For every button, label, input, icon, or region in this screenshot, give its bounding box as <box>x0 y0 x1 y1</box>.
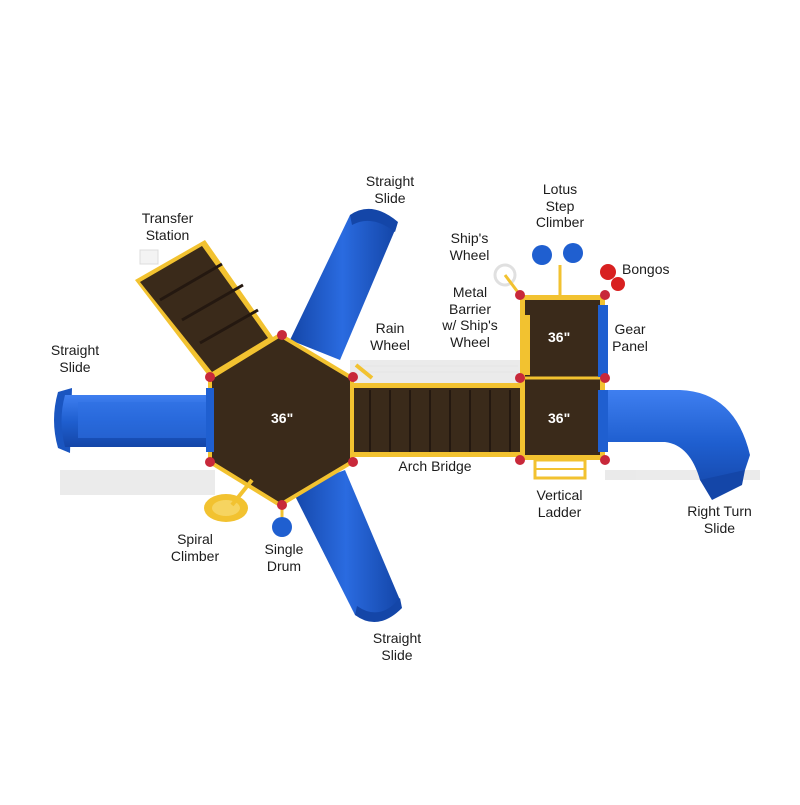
label-straight-slide-bottom: Straight Slide <box>372 630 422 663</box>
label-ships-wheel: Ship's Wheel <box>449 230 490 263</box>
label-right-turn-slide: Right Turn Slide <box>687 503 752 536</box>
label-arch-bridge: Arch Bridge <box>398 458 472 474</box>
label-bongos: Bongos <box>622 261 670 277</box>
label-transfer-station: Transfer Station <box>141 210 194 243</box>
metal-barrier <box>360 365 518 373</box>
label-lotus-step-climber: Lotus Step Climber <box>535 181 585 230</box>
label-metal-barrier: Metal Barrier w/ Ship's Wheel <box>442 284 498 350</box>
tower-side-panel <box>598 390 608 452</box>
hex-side-panel <box>206 388 214 452</box>
right-turn-slide <box>605 390 750 500</box>
label-vertical-ladder: Vertical Ladder <box>536 487 583 520</box>
lower-deck-height: 36" <box>548 410 571 426</box>
spiral-climber <box>204 478 254 522</box>
rain-wheel <box>354 363 374 380</box>
right-tower <box>520 295 605 460</box>
bongos <box>600 264 625 291</box>
upper-deck-height: 36" <box>548 329 571 345</box>
arch-bridge <box>352 383 522 457</box>
straight-slide-top <box>290 208 398 360</box>
straight-slide-left <box>54 388 210 453</box>
transfer-station <box>135 240 275 378</box>
label-rain-wheel: Rain Wheel <box>370 320 410 353</box>
label-spiral-climber: Spiral Climber <box>170 531 220 564</box>
hex-deck-height: 36" <box>271 410 294 426</box>
posts <box>205 290 610 510</box>
vertical-ladder <box>533 458 587 480</box>
label-straight-slide-left: Straight Slide <box>50 342 100 375</box>
gear-panel <box>598 305 608 377</box>
label-gear-panel: Gear Panel <box>612 321 648 354</box>
straight-slide-bottom <box>292 470 402 623</box>
label-straight-slide-top: Straight Slide <box>365 173 415 206</box>
lotus-step-climber <box>532 243 583 297</box>
label-single-drum: Single Drum <box>264 541 304 574</box>
